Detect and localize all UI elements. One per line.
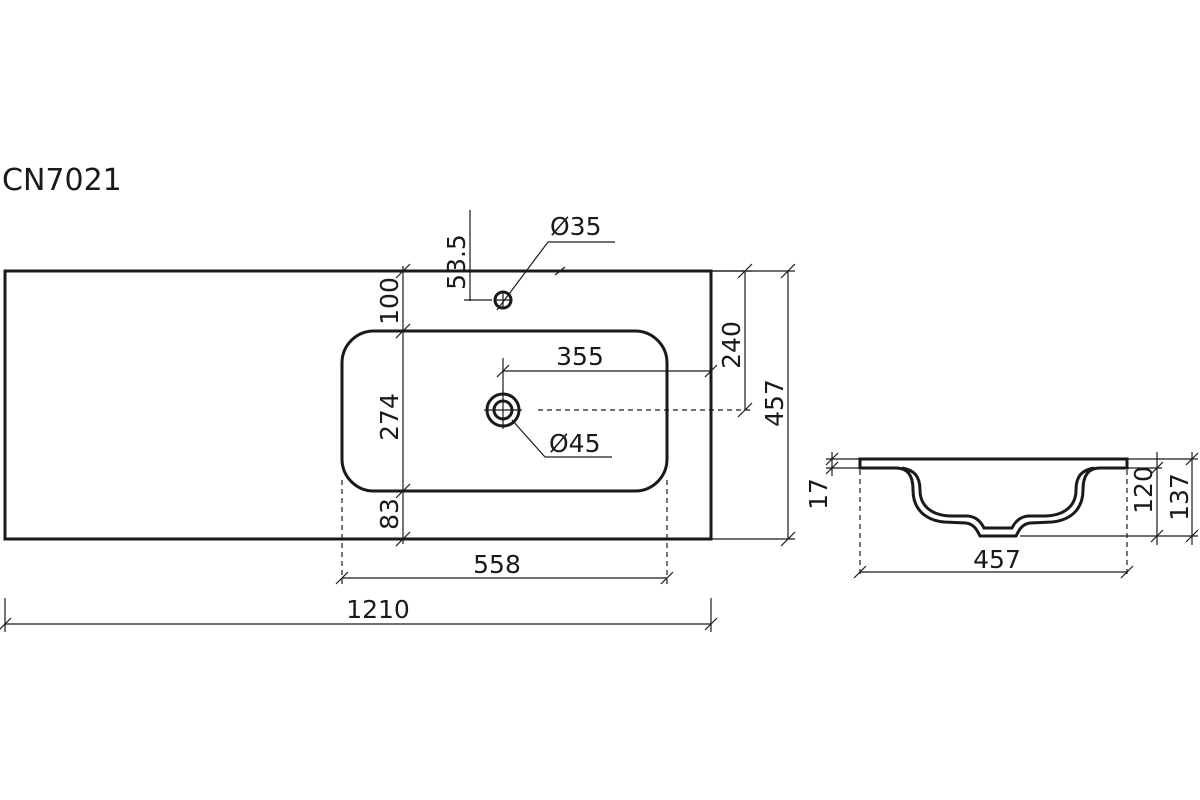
dim-bowl-front-offset: 83 [375, 498, 404, 530]
countertop-outline [3, 269, 713, 541]
dim-bowl-height: 120 [1129, 466, 1158, 514]
dim-drain-offset: 355 [556, 342, 604, 371]
dim-slab-thickness: 17 [804, 478, 833, 510]
dim-bowl-width: 558 [473, 550, 521, 579]
dim-side-depth: 457 [973, 545, 1021, 574]
dim-total-height: 137 [1165, 473, 1194, 521]
dim-drain-diameter: Ø45 [549, 429, 601, 458]
dim-overall-depth: 457 [760, 379, 789, 427]
bowl-outline [340, 329, 669, 493]
dim-bowl-back-offset: 100 [375, 277, 404, 325]
side-section-profile [858, 457, 1129, 538]
model-title: CN7021 [2, 163, 122, 198]
side-view: 457 17 120 137 [804, 452, 1199, 579]
dim-drain-center-depth: 240 [717, 321, 746, 369]
top-view: 53.5 Ø35 Ø45 355 100 274 83 558 [0, 210, 796, 632]
dim-faucet-diameter: Ø35 [550, 212, 602, 241]
dim-overall-width: 1210 [346, 595, 410, 624]
dim-faucet-offset: 53.5 [442, 234, 471, 290]
dim-bowl-depth: 274 [375, 393, 404, 441]
